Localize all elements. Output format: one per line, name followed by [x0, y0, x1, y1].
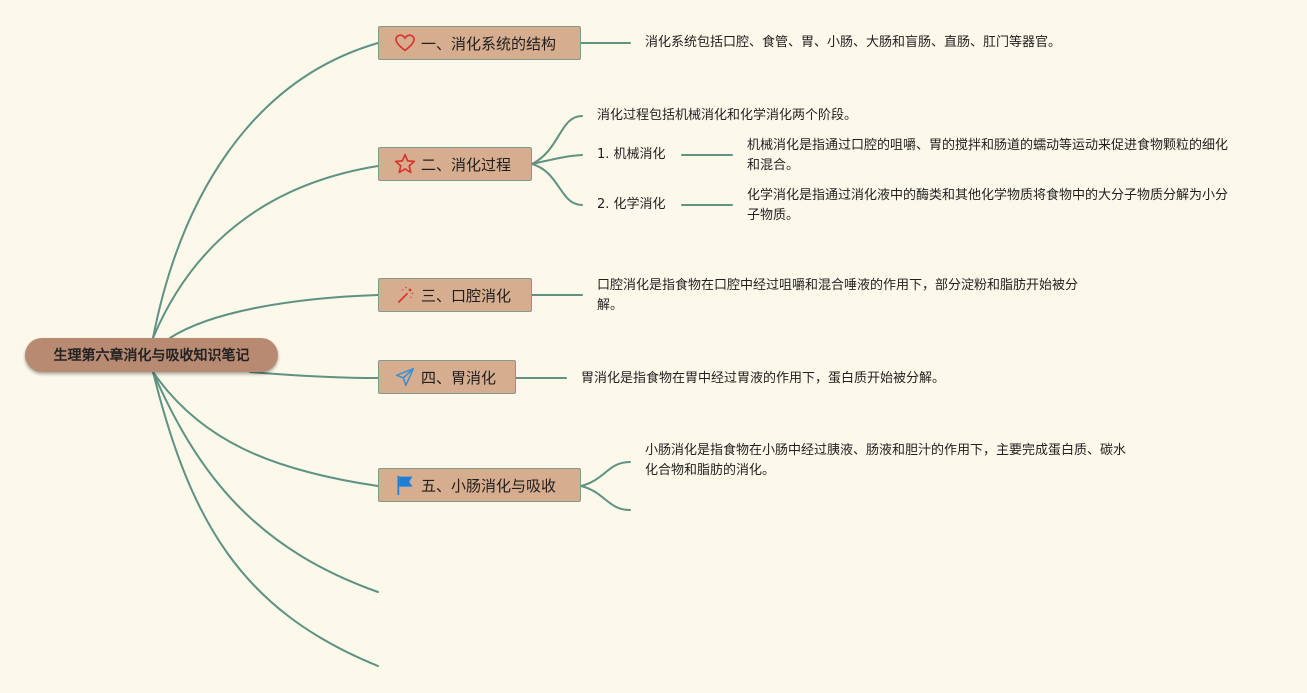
flag-icon — [394, 474, 416, 496]
note-chemical[interactable]: 化学消化是指通过消化液中的酶类和其他化学物质将食物中的大分子物质分解为小分子物质… — [747, 188, 1229, 223]
topic-structure[interactable]: 一、消化系统的结构 — [378, 26, 581, 60]
note-process-intro[interactable]: 消化过程包括机械消化和化学消化两个阶段。 — [597, 108, 858, 123]
heart-icon — [394, 32, 416, 54]
connector-topic-2-chemical — [531, 163, 583, 206]
subtopic-mechanical[interactable]: 1. 机械消化 — [597, 147, 666, 162]
topic-label: 三、口腔消化 — [421, 286, 512, 305]
paper-plane-icon — [394, 366, 416, 388]
note-structure[interactable]: 消化系统包括口腔、食管、胃、小肠、大肠和盲肠、直肠、肛门等器官。 — [645, 35, 1062, 50]
connector-root-topic-1 — [152, 42, 379, 339]
topic-process[interactable]: 二、消化过程 — [378, 147, 532, 181]
connector-root-topic-5 — [152, 371, 379, 487]
root-topic[interactable]: 生理第六章消化与吸收知识笔记 — [25, 338, 278, 372]
note-oral[interactable]: 口腔消化是指食物在口腔中经过咀嚼和混合唾液的作用下，部分淀粉和脂肪开始被分解。 — [597, 278, 1079, 313]
connector-topic-5-empty — [580, 485, 631, 511]
connector-root-empty-1 — [152, 371, 379, 593]
connector-topic-5-note — [580, 461, 631, 487]
topic-label: 四、胃消化 — [421, 368, 497, 387]
connector-root-topic-2 — [152, 165, 379, 339]
subtopic-chemical[interactable]: 2. 化学消化 — [597, 197, 666, 212]
topic-oral[interactable]: 三、口腔消化 — [378, 278, 532, 312]
topic-stomach[interactable]: 四、胃消化 — [378, 360, 516, 394]
star-icon — [394, 153, 416, 175]
topic-intestine[interactable]: 五、小肠消化与吸收 — [378, 468, 581, 502]
connector-root-topic-3 — [169, 294, 379, 339]
topic-label: 一、消化系统的结构 — [421, 34, 557, 53]
note-intestine[interactable]: 小肠消化是指食物在小肠中经过胰液、肠液和胆汁的作用下，主要完成蛋白质、碳水化合物… — [645, 443, 1127, 478]
connector-topic-2-intro — [531, 115, 583, 165]
connector-root-topic-4 — [249, 371, 379, 379]
note-mechanical[interactable]: 机械消化是指通过口腔的咀嚼、胃的搅拌和肠道的蠕动等运动来促进食物颗粒的细化和混合… — [747, 138, 1229, 173]
note-stomach[interactable]: 胃消化是指食物在胃中经过胃液的作用下，蛋白质开始被分解。 — [581, 371, 946, 386]
connector-topic-2-mechanical — [531, 154, 583, 165]
topic-label: 二、消化过程 — [421, 155, 512, 174]
connector-root-empty-2 — [152, 371, 379, 667]
sparkle-icon — [394, 284, 416, 306]
topic-label: 五、小肠消化与吸收 — [421, 476, 557, 495]
